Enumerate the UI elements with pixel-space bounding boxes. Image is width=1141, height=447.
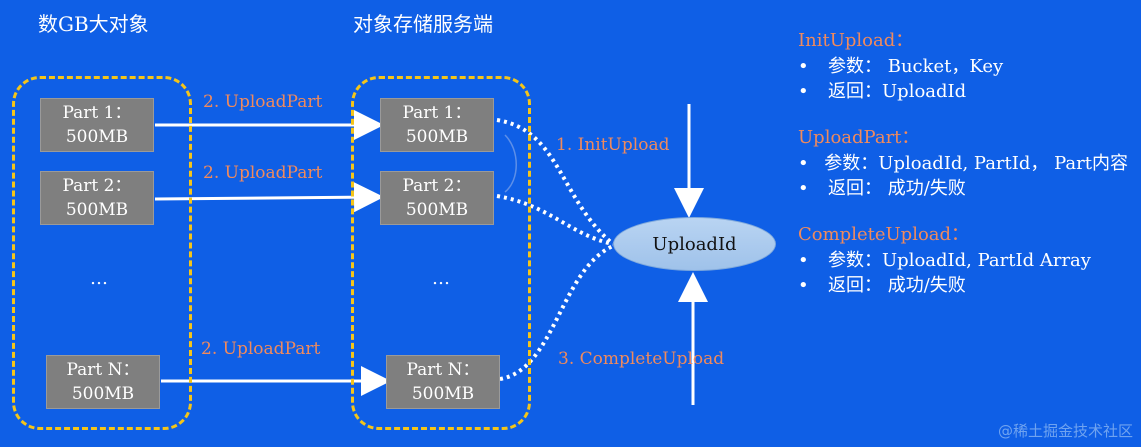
api-return-line: • 返回： 成功/失败 [798,273,1128,298]
client-object-box [12,76,192,430]
api-complete-upload: CompleteUpload： • 参数：UploadId, PartId Arr… [798,222,1128,298]
init-upload-label: 1. InitUpload [556,135,670,155]
bullet: • [798,275,809,296]
bullet: • [798,81,809,102]
watermark: @稀土掘金技术社区 [997,422,1133,440]
part-label: Part 2： [402,176,472,196]
part-label: Part 1： [402,103,472,123]
api-line-text: 返回： 成功/失败 [828,275,966,296]
api-param-line: • 参数：UploadId, PartId Array [798,248,1128,273]
bullet: • [798,250,809,271]
api-init-upload: InitUpload： • 参数： Bucket，Key • 返回：UploadId [798,28,1128,104]
api-return-line: • 返回： 成功/失败 [798,176,1128,201]
thin-link [504,134,517,193]
server-ellipsis: … [432,268,450,289]
api-line-text: 返回： 成功/失败 [828,178,966,199]
left-part-1: Part 1： 500MB [40,98,154,152]
part-size: 500MB [65,127,129,147]
part-size: 500MB [71,384,135,404]
server-part-n: Part N： 500MB [386,355,500,409]
part-label: Part 2： [62,176,132,196]
bullet: • [798,178,809,199]
upload-part-arrow-2 [154,182,384,213]
part-size: 500MB [65,200,129,220]
api-return-line: • 返回：UploadId [798,79,1128,104]
server-part-1: Part 1： 500MB [380,98,494,152]
part-size: 500MB [411,384,475,404]
complete-upload-label: 3. CompleteUpload [558,349,725,369]
left-part-n: Part N： 500MB [46,355,160,409]
bullet: • [798,56,809,77]
left-part-2: Part 2： 500MB [40,171,154,225]
right-title: 对象存储服务端 [353,12,493,36]
api-name: UploadPart： [798,127,920,148]
api-description-panel: InitUpload： • 参数： Bucket，Key • 返回：UploadId… [798,28,1128,319]
api-param-line: • 参数： Bucket，Key [798,54,1128,79]
upload-id-label: UploadId [652,233,737,255]
api-upload-part: UploadPart： • 参数：UploadId, PartId， Part内容… [798,125,1128,201]
server-part-2: Part 2： 500MB [380,171,494,225]
upload-part-label-2: 2. UploadPart [203,163,323,183]
api-name: CompleteUpload： [798,224,970,245]
dotted-link-part-n [499,244,614,381]
part-size: 500MB [405,200,469,220]
api-line-text: 返回：UploadId [828,81,967,102]
server-box [351,76,531,430]
api-line-text: 参数： Bucket，Key [828,56,1004,77]
part-size: 500MB [405,127,469,147]
left-title: 数GB大对象 [38,12,149,36]
part-label: Part N： [406,360,480,380]
api-line-text: 参数：UploadId, PartId Array [828,250,1091,271]
api-param-line: • 参数：UploadId, PartId， Part内容 [798,151,1128,176]
upload-part-label-1: 2. UploadPart [203,92,323,112]
left-ellipsis: … [90,268,108,289]
dotted-link-part-1 [496,118,615,246]
part-label: Part N： [66,360,140,380]
api-line-text: 参数：UploadId, PartId， Part内容 [824,153,1128,174]
api-name: InitUpload： [798,30,914,51]
upload-part-label-n: 2. UploadPart [201,339,321,359]
bullet: • [798,153,809,174]
dotted-link-part-2 [496,194,614,246]
part-label: Part 1： [62,103,132,123]
upload-id-node: UploadId [613,217,776,271]
